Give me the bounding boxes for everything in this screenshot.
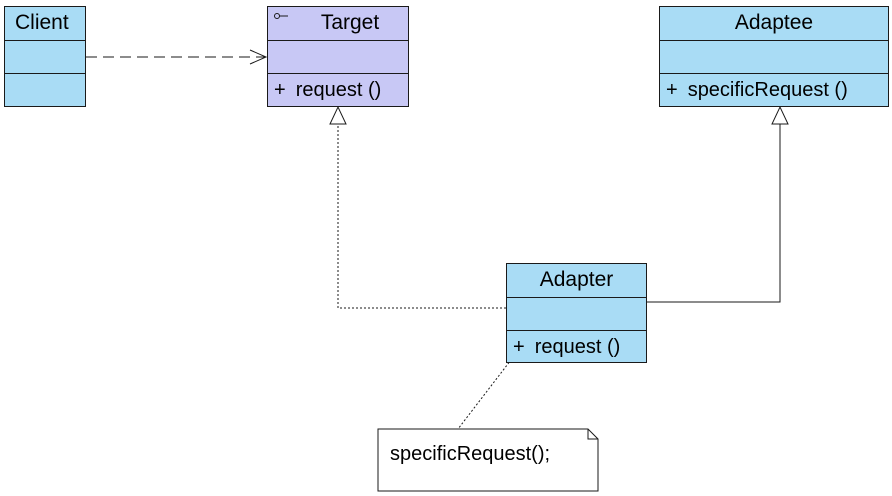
operation-signature: specificRequest () xyxy=(687,79,848,101)
class-name: Adaptee xyxy=(734,11,814,34)
class-adaptee[interactable]: Adaptee + specificRequest () xyxy=(659,6,889,107)
operation: + request () xyxy=(507,331,646,364)
attributes-compartment xyxy=(5,40,85,73)
operations-compartment xyxy=(5,73,85,106)
dependency-client-target xyxy=(86,49,268,65)
note-text: specificRequest(); xyxy=(390,443,551,465)
class-name-compartment: Client xyxy=(5,7,85,40)
realization-adapter-target xyxy=(329,105,506,309)
note-anchor-line xyxy=(457,355,515,430)
class-client[interactable]: Client xyxy=(4,6,86,107)
class-adapter[interactable]: Adapter + request () xyxy=(506,263,647,363)
class-name: Target xyxy=(320,11,380,34)
operation-visibility: + xyxy=(666,79,678,101)
attributes-compartment xyxy=(268,40,408,73)
interface-icon xyxy=(274,13,288,19)
class-name-compartment: Adapter xyxy=(507,264,646,297)
class-name: Client xyxy=(15,11,69,34)
operation: + specificRequest () xyxy=(660,74,888,107)
operation-signature: request () xyxy=(534,336,621,358)
attributes-compartment xyxy=(507,297,646,330)
class-target[interactable]: Target + request () xyxy=(267,6,409,107)
attributes-compartment xyxy=(660,40,888,73)
operation-visibility: + xyxy=(513,336,525,358)
operation: + request () xyxy=(268,74,408,107)
association-adapter-adaptee xyxy=(647,105,789,303)
operations-compartment: + request () xyxy=(507,330,646,362)
operation-visibility: + xyxy=(274,79,286,101)
operation-signature: request () xyxy=(295,79,382,101)
note-shape xyxy=(377,428,599,492)
class-name-compartment: Target xyxy=(268,7,408,40)
operations-compartment: + specificRequest () xyxy=(660,73,888,106)
operations-compartment: + request () xyxy=(268,73,408,106)
class-name: Adapter xyxy=(539,268,614,291)
class-name-compartment: Adaptee xyxy=(660,7,888,40)
